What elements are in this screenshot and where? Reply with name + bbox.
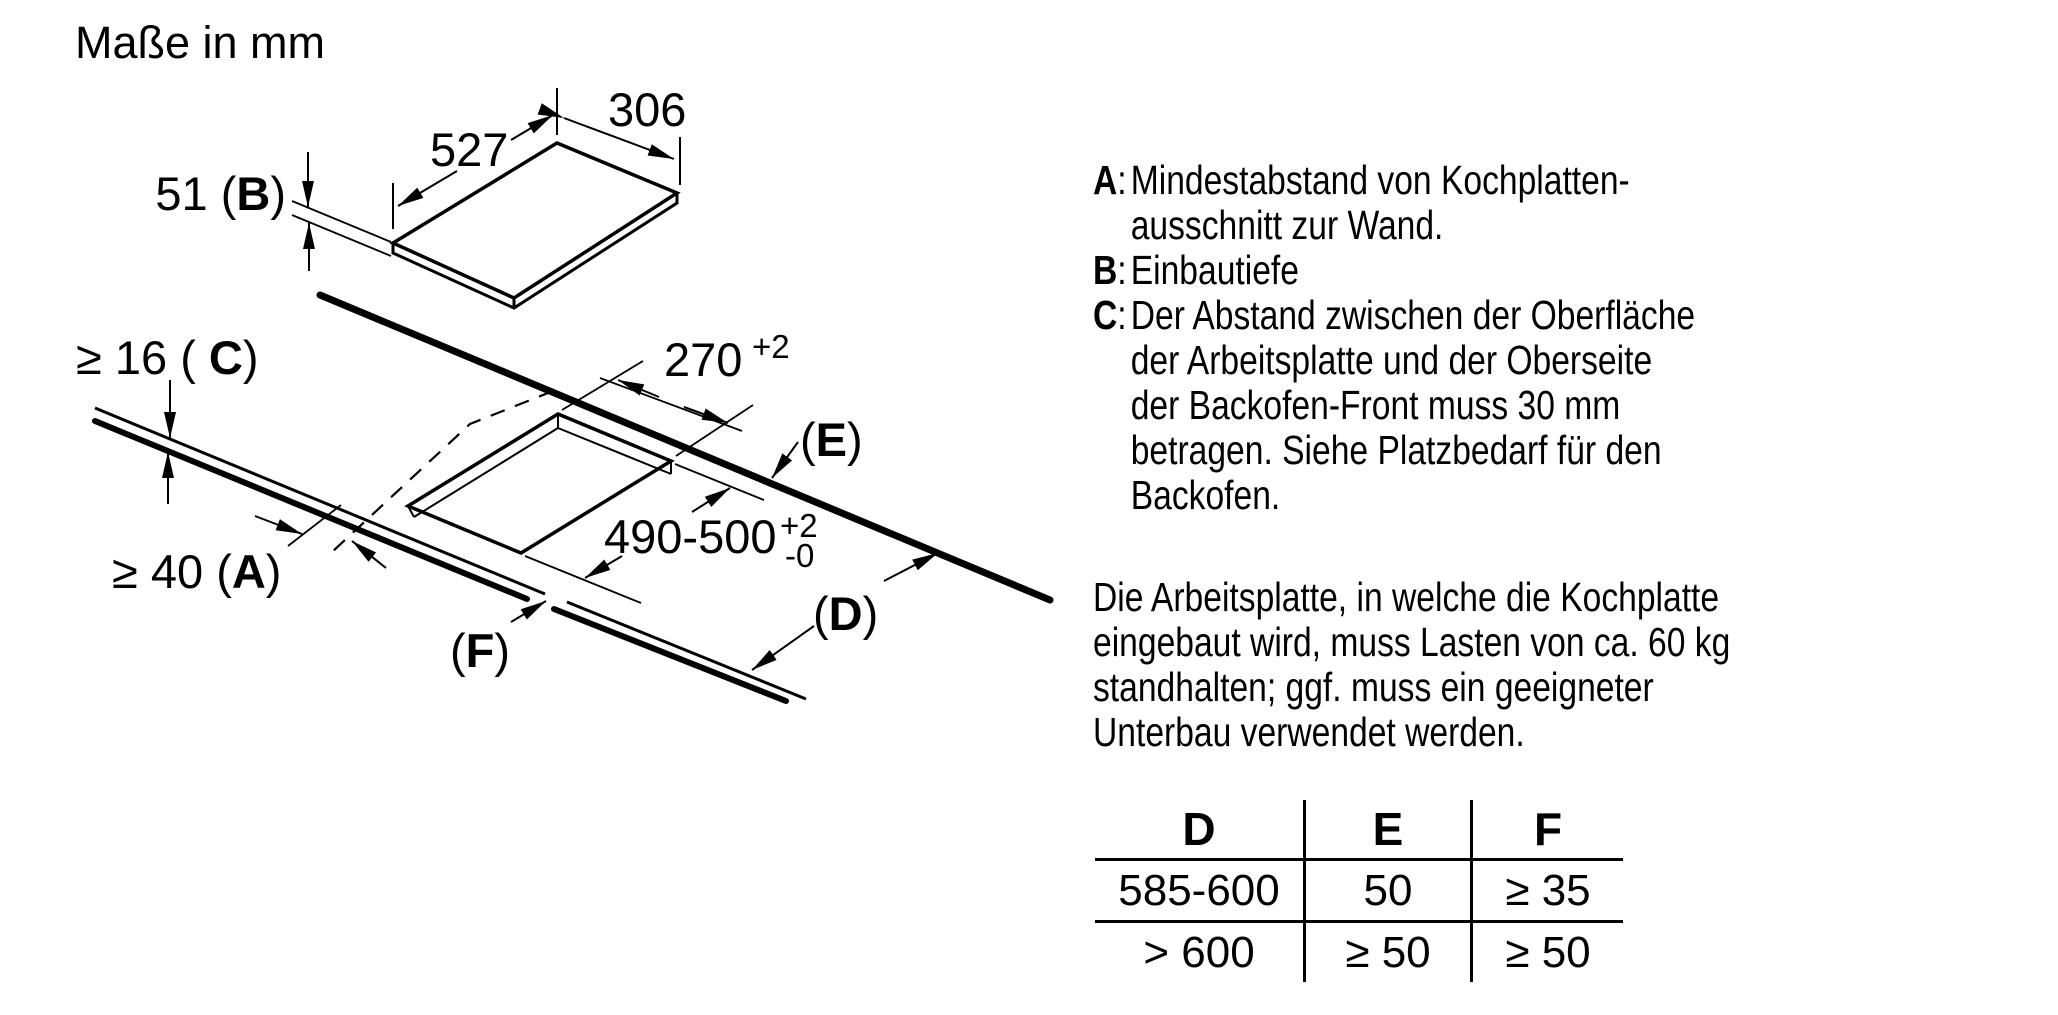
label-f-text: (F) xyxy=(450,624,510,677)
table-cell: 585-600 xyxy=(1095,858,1305,922)
label-e: (E) xyxy=(771,413,863,479)
table-row: 585-600 50 ≥ 35 xyxy=(1095,858,1623,922)
worktop-back-edge xyxy=(316,291,1054,604)
cooktop-drawing xyxy=(389,141,681,310)
legend-key-a: A xyxy=(1093,157,1118,203)
table-header-row: D E F xyxy=(1095,800,1623,860)
dim-306: 306 xyxy=(537,83,686,185)
table-cell: > 600 xyxy=(1095,920,1305,982)
table-header-d: D xyxy=(1182,803,1216,855)
dim-306-label: 306 xyxy=(608,83,686,136)
cutout-inner-lip xyxy=(407,414,672,518)
worktop-front-top-edge-left xyxy=(94,406,546,596)
dim-490-500: 490-500+2-0 xyxy=(524,463,818,604)
legend-item-c: C: Der Abstand zwischen der Oberfläche d… xyxy=(1093,292,1696,518)
label-f: (F) xyxy=(450,600,547,677)
legend-item-a: A: Mindestabstand von Kochplatten- aussc… xyxy=(1093,157,1630,248)
label-d: (D) xyxy=(751,552,939,671)
label-e-text: (E) xyxy=(800,413,863,466)
dim-40-a: ≥ 40 (A) xyxy=(112,504,387,598)
dim-527: 527 xyxy=(392,88,558,229)
legend: A: Mindestabstand von Kochplatten- aussc… xyxy=(1093,158,1695,518)
legend-item-b: B: Einbautiefe xyxy=(1093,247,1299,293)
table-header-e: E xyxy=(1303,800,1472,860)
cutout-outline xyxy=(404,412,675,555)
table-header-f: F xyxy=(1470,800,1623,860)
cooktop-body-edge xyxy=(391,193,679,310)
legend-text-b: Einbautiefe xyxy=(1130,247,1299,293)
dim-490-500-label: 490-500+2-0 xyxy=(604,507,818,574)
label-d-text: (D) xyxy=(813,587,878,640)
clearance-table: D E F 585-600 50 ≥ 35 > 600 ≥ 50 ≥ 50 xyxy=(1095,800,1623,982)
dim-51-b-label: 51 (B) xyxy=(155,167,286,220)
worktop-front-bottom-edge-left xyxy=(92,418,530,602)
table-cell: 50 xyxy=(1303,858,1472,922)
dim-527-label: 527 xyxy=(430,123,508,176)
table-cell: ≥ 50 xyxy=(1303,920,1472,982)
table-cell: ≥ 35 xyxy=(1470,858,1623,922)
dim-270-label: 270+2 xyxy=(664,328,790,386)
page-title: Maße in mm xyxy=(75,17,325,68)
table-row: > 600 ≥ 50 ≥ 50 xyxy=(1095,920,1623,982)
load-note: Die Arbeitsplatte, in welche die Kochpla… xyxy=(1093,574,1731,755)
cutout xyxy=(404,412,675,555)
dashed-wall-line xyxy=(331,389,554,553)
legend-key-c: C xyxy=(1093,292,1118,338)
legend-text-c: Der Abstand zwischen der Oberfläche der … xyxy=(1130,292,1696,518)
table-cell: ≥ 50 xyxy=(1470,920,1623,982)
dim-16-c-label: ≥ 16 ( C) xyxy=(76,331,259,384)
legend-text-a: Mindestabstand von Kochplatten- ausschni… xyxy=(1130,157,1630,248)
dim-51-b: 51 (B) xyxy=(155,152,392,271)
installation-diagram: Maße in mm 527 306 51 (B) xyxy=(75,17,1054,704)
dim-40-a-label: ≥ 40 (A) xyxy=(112,545,281,598)
dim-16-c: ≥ 16 ( C) xyxy=(76,331,259,504)
worktop-front-top-edge-right xyxy=(566,600,807,701)
dim-270: 270+2 xyxy=(561,328,790,457)
worktop-front-bottom-edge-right xyxy=(551,606,789,704)
legend-key-b: B xyxy=(1093,247,1118,293)
worktop-drawing xyxy=(92,291,1054,704)
